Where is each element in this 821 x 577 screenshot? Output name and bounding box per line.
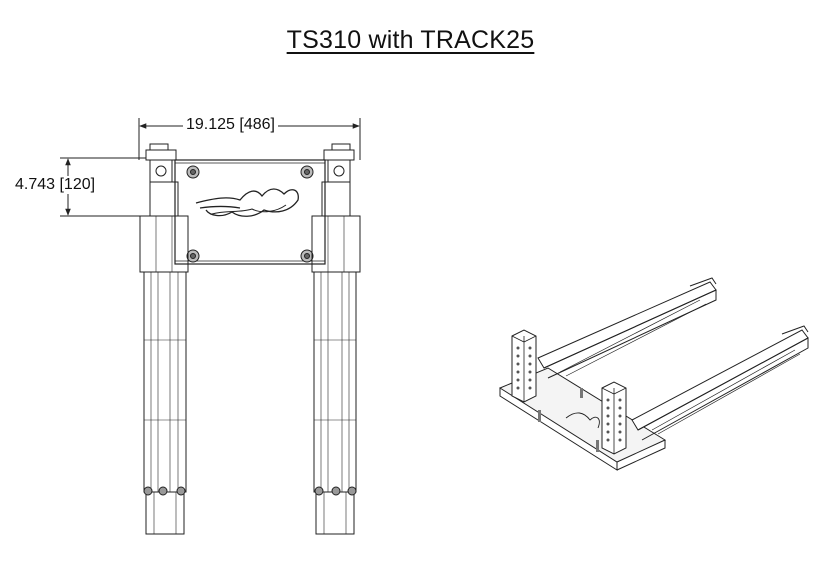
- iso-right-post: [601, 381, 627, 455]
- iso-left-post: [511, 329, 537, 403]
- height-dimension-label: 4.743 [120]: [12, 176, 99, 194]
- iso-logo-mark: [565, 412, 600, 429]
- iso-studs: [538, 388, 599, 452]
- drawing-title: TS310 with TRACK25: [286, 26, 535, 54]
- front-view: [139, 143, 361, 535]
- width-dimension-label: 19.125 [486]: [183, 116, 278, 134]
- logo-mark: [195, 188, 299, 217]
- left-top-bracket: [145, 143, 177, 183]
- iso-front-track: [631, 325, 809, 441]
- bolts: [186, 165, 314, 263]
- right-top-bracket: [323, 143, 355, 183]
- left-column: [139, 181, 189, 535]
- iso-rear-track: [537, 277, 717, 379]
- isometric-view: [498, 277, 809, 471]
- right-column: [311, 181, 361, 535]
